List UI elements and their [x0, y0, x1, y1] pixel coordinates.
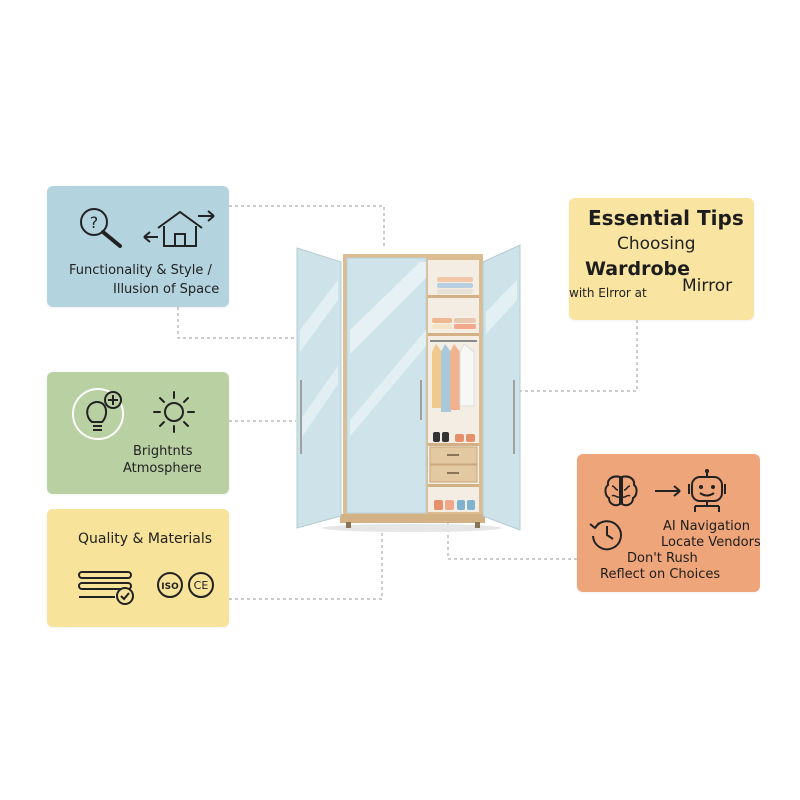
quality-line1: Quality & Materials — [78, 531, 213, 547]
drawers — [429, 446, 478, 483]
arrow-right-icon — [655, 485, 681, 497]
folded-clothes — [432, 277, 476, 329]
checklist-icon — [78, 571, 134, 605]
ai-card: AI Navigation Locate Vendors Don't Rush … — [577, 454, 761, 592]
ai-line1: AI Navigation — [663, 519, 750, 534]
svg-text:ISO: ISO — [161, 582, 179, 592]
lightbulb-plus-icon — [72, 388, 124, 440]
ai-line3: Don't Rush — [627, 551, 698, 566]
functionality-line2: Illusion of Space — [113, 282, 220, 297]
brightness-line1: Brightnts — [133, 444, 193, 459]
brightness-line2: Atmosphere — [123, 461, 202, 476]
house-arrows-icon — [143, 210, 215, 247]
hanging-garments — [432, 343, 475, 412]
tips-card: Essential Tips Choosing Wardrobe with El… — [569, 198, 754, 320]
wardrobe-illustration — [296, 244, 521, 532]
iso-badge-icon: ISO — [157, 572, 183, 598]
functionality-line1: Functionality & Style / — [69, 263, 212, 278]
tips-title: Essential Tips — [588, 206, 744, 230]
shoes — [433, 432, 475, 510]
clock-icon — [589, 520, 622, 551]
question-magnifier-icon: ? — [80, 208, 122, 248]
connector-functionality-lower — [177, 307, 300, 339]
robot-icon — [688, 469, 726, 512]
tips-line5: Mirror — [682, 276, 733, 296]
connector-quality — [229, 528, 383, 600]
sun-icon — [153, 391, 195, 433]
brain-icon — [604, 475, 638, 507]
ai-line2: Locate Vendors — [661, 535, 761, 550]
brightness-card: Brightnts Atmosphere — [47, 372, 229, 494]
functionality-card: ? Functionality & Style / Illusion of Sp… — [47, 186, 229, 307]
ce-badge-icon: CE — [188, 572, 214, 598]
connector-tips — [518, 320, 638, 392]
tips-line3: Wardrobe — [585, 258, 690, 280]
svg-text:CE: CE — [194, 579, 209, 592]
svg-text:?: ? — [90, 213, 99, 232]
ai-line4: Reflect on Choices — [600, 567, 721, 582]
tips-line4: with Elrror at — [569, 286, 647, 300]
quality-card: Quality & Materials ISO CE — [47, 509, 229, 627]
tips-line2: Choosing — [617, 234, 696, 254]
